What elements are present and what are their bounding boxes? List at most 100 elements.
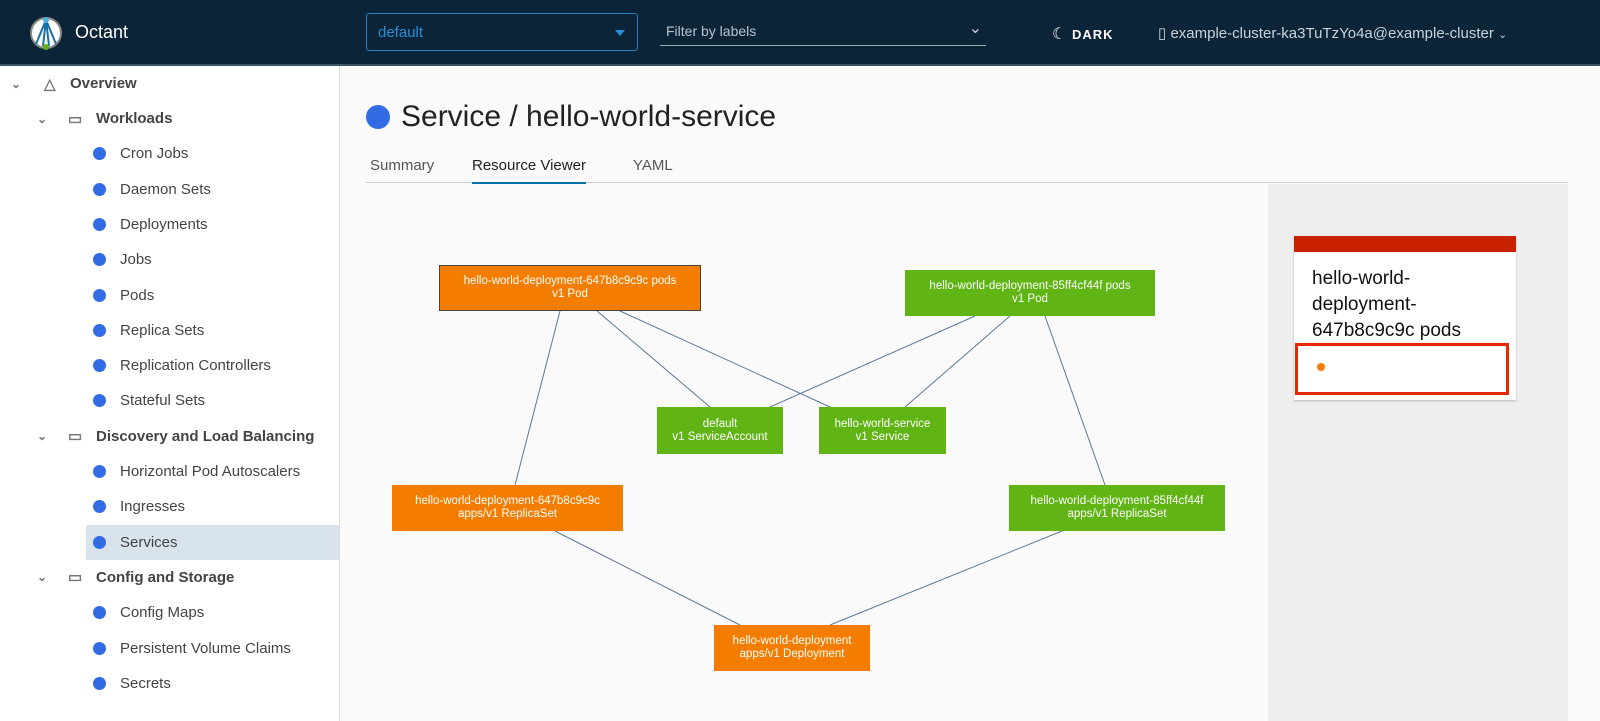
sidebar-item-label: Services (120, 533, 178, 551)
sidebar-item[interactable]: Cron Jobs (86, 136, 339, 171)
app-brand[interactable]: Octant (75, 22, 129, 42)
resource-icon (93, 147, 106, 161)
chevron-down-icon[interactable]: ⌄ (11, 76, 22, 91)
sidebar-item[interactable]: Replication Controllers (86, 348, 339, 383)
resource-icon (93, 359, 106, 373)
sidebar-item-label: Cron Jobs (120, 145, 189, 163)
resource-icon (93, 217, 106, 231)
graph-edge (619, 310, 831, 408)
resource-icon (93, 606, 106, 620)
cluster-name: example-cluster-ka3TuTzYo4a@example-clus… (1170, 25, 1494, 42)
sidebar-group[interactable]: ⌄ ▭ Workloads (0, 101, 340, 136)
resource-icon (93, 253, 106, 267)
sidebar-item[interactable]: Services (86, 524, 339, 560)
node-kind: v1 Service (855, 430, 910, 443)
sidebar-item[interactable]: Ingresses (86, 489, 339, 524)
sidebar-item-label: Horizontal Pod Autoscalers (120, 463, 301, 480)
node-kind: apps/v1 ReplicaSet (457, 508, 558, 520)
resource-icon (93, 641, 106, 655)
tab-resource-viewer[interactable]: Resource Viewer (472, 157, 586, 185)
graph-edge (514, 310, 561, 486)
graph-edge (596, 310, 711, 408)
label-filter-placeholder: Filter by labels (666, 23, 757, 39)
label-filter-input[interactable]: Filter by labels ⌄ (660, 16, 986, 46)
detail-panel: hello-world-deployment-647b8c9c9c pods (1268, 184, 1568, 721)
node-kind: apps/v1 Deployment (739, 648, 845, 660)
overview-icon: △ (44, 75, 56, 93)
sidebar-item[interactable]: Daemon Sets (86, 172, 339, 207)
sidebar-item-label: Deployments (120, 215, 208, 233)
sidebar-item-label: Daemon Sets (120, 180, 211, 198)
top-bar: Octant default Filter by labels⌄ ☾ DARK … (0, 0, 1600, 66)
chevron-down-icon[interactable]: ⌄ (37, 111, 48, 126)
theme-toggle-button[interactable]: ☾ DARK (1052, 24, 1114, 44)
status-box (1295, 343, 1509, 395)
service-icon (366, 105, 390, 129)
sidebar-item-label: Secrets (120, 674, 171, 692)
tab-yaml[interactable]: YAML (633, 157, 673, 174)
sidebar-item-label: Jobs (120, 251, 152, 269)
cluster-select[interactable]: ▯ example-cluster-ka3TuTzYo4a@example-cl… (1158, 24, 1507, 42)
sidebar-item-overview[interactable]: ⌄ △ Overview (0, 66, 340, 101)
resource-icon (93, 323, 106, 337)
chevron-down-icon[interactable]: ⌄ (37, 429, 48, 444)
sidebar-group[interactable]: ⌄▭Discovery and Load Balancing (0, 419, 340, 454)
sidebar-item[interactable]: Secrets (86, 666, 339, 701)
sidebar-item[interactable]: Jobs (86, 242, 339, 277)
page-title: Service / hello-world-service (366, 100, 776, 134)
sidebar-item-label: Config Maps (120, 604, 205, 622)
graph-edge (1044, 315, 1106, 486)
graph-edge (769, 315, 976, 408)
graph-edge (554, 530, 741, 626)
sidebar-item[interactable]: Persistent Volume Claims (86, 631, 339, 666)
sidebar-group-label: Config and Storage (96, 568, 235, 586)
resource-icon (93, 500, 106, 514)
sidebar-item-label: Stateful Sets (120, 392, 206, 410)
selected-node-card: hello-world-deployment-647b8c9c9c pods (1294, 236, 1516, 400)
namespace-value: default (378, 24, 424, 41)
page-title-text: Service / hello-world-service (401, 100, 777, 133)
sidebar-group-label: Workloads (96, 110, 173, 127)
resource-icon (93, 288, 106, 302)
chevron-down-icon: ⌄ (1498, 29, 1508, 41)
sidebar-item-label: Pods (120, 286, 155, 304)
sidebar-item[interactable]: Deployments (86, 207, 339, 242)
resource-icon (93, 535, 106, 549)
status-dot-icon (1317, 363, 1325, 371)
sidebar-item[interactable]: Horizontal Pod Autoscalers (86, 454, 339, 489)
resource-icon (93, 676, 106, 690)
graph-edge (904, 315, 1011, 408)
sidebar-item[interactable]: Pods (86, 278, 339, 313)
node-kind: v1 ServiceAccount (672, 430, 768, 443)
node-name: default (702, 417, 738, 430)
moon-icon: ☾ (1052, 26, 1068, 43)
sidebar-item-label: Ingresses (120, 498, 186, 516)
folder-icon: ▭ (68, 569, 83, 587)
chevron-down-icon[interactable]: ⌄ (37, 570, 48, 585)
sidebar-item[interactable]: Stateful Sets (86, 383, 339, 418)
sidebar-item[interactable]: Replica Sets (86, 313, 339, 348)
chevron-down-icon: ⌄ (968, 20, 982, 37)
sidebar-item[interactable]: Config Maps (86, 595, 339, 630)
sidebar-item-label: Persistent Volume Claims (120, 639, 291, 657)
node-kind: v1 Pod (552, 288, 588, 300)
node-kind: apps/v1 ReplicaSet (1067, 508, 1167, 520)
node-name: hello-world-service (834, 417, 931, 430)
namespace-select[interactable]: default (366, 13, 638, 51)
folder-icon: ▭ (68, 428, 83, 446)
tab-summary[interactable]: Summary (370, 157, 435, 174)
caret-down-icon (615, 30, 625, 36)
sidebar-group[interactable]: ⌄ ▭ Config and Storage (0, 560, 340, 595)
resource-icon (93, 394, 106, 408)
graph-edge (829, 530, 1063, 626)
folder-icon: ▭ (68, 110, 83, 128)
